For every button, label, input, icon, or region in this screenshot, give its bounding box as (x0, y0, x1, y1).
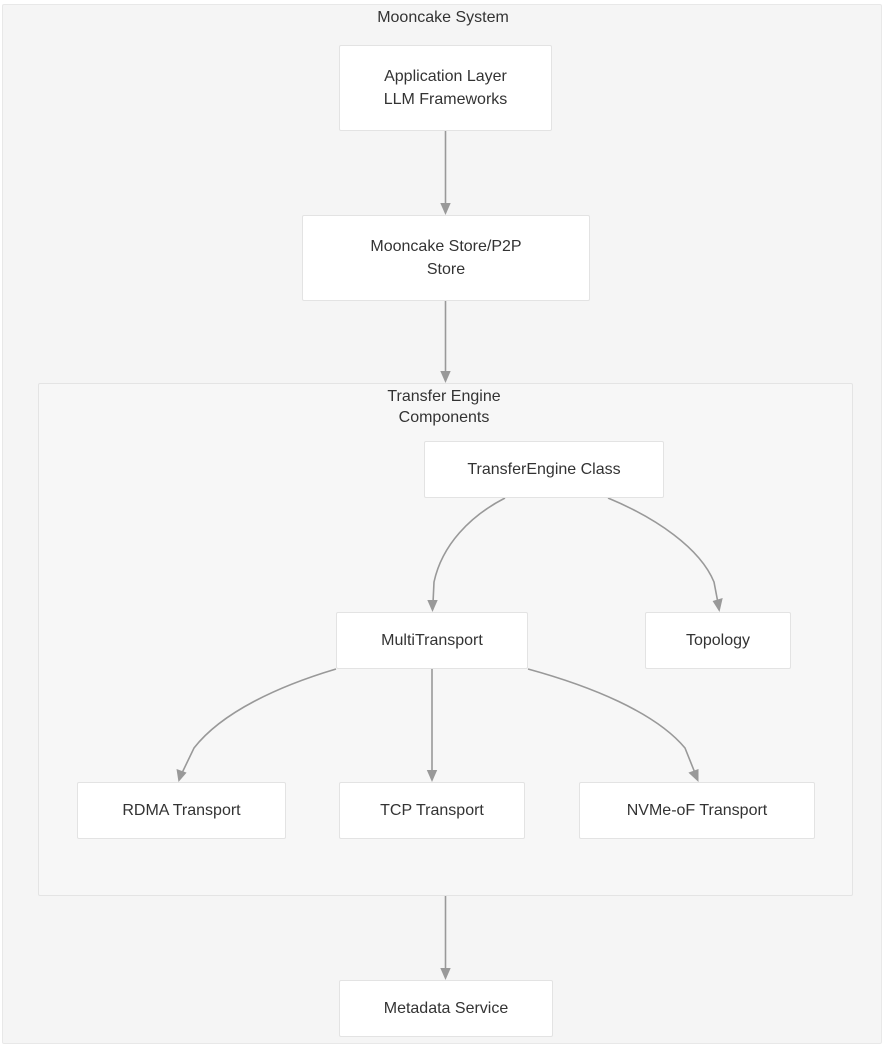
node-nvme-of-transport[interactable]: NVMe-oF Transport (579, 782, 815, 839)
node-tcp-transport[interactable]: TCP Transport (339, 782, 525, 839)
node-multitransport[interactable]: MultiTransport (336, 612, 528, 669)
node-topology[interactable]: Topology (645, 612, 791, 669)
node-metadata-service[interactable]: Metadata Service (339, 980, 553, 1037)
node-rdma-transport[interactable]: RDMA Transport (77, 782, 286, 839)
node-application-layer[interactable]: Application Layer LLM Frameworks (339, 45, 552, 131)
cluster-label-transfer-engine-components: Transfer Engine Components (387, 388, 501, 426)
node-transfer-engine-class[interactable]: TransferEngine Class (424, 441, 664, 498)
cluster-label-mooncake-system: Mooncake System (377, 9, 509, 26)
node-mooncake-store[interactable]: Mooncake Store/P2P Store (302, 215, 590, 301)
